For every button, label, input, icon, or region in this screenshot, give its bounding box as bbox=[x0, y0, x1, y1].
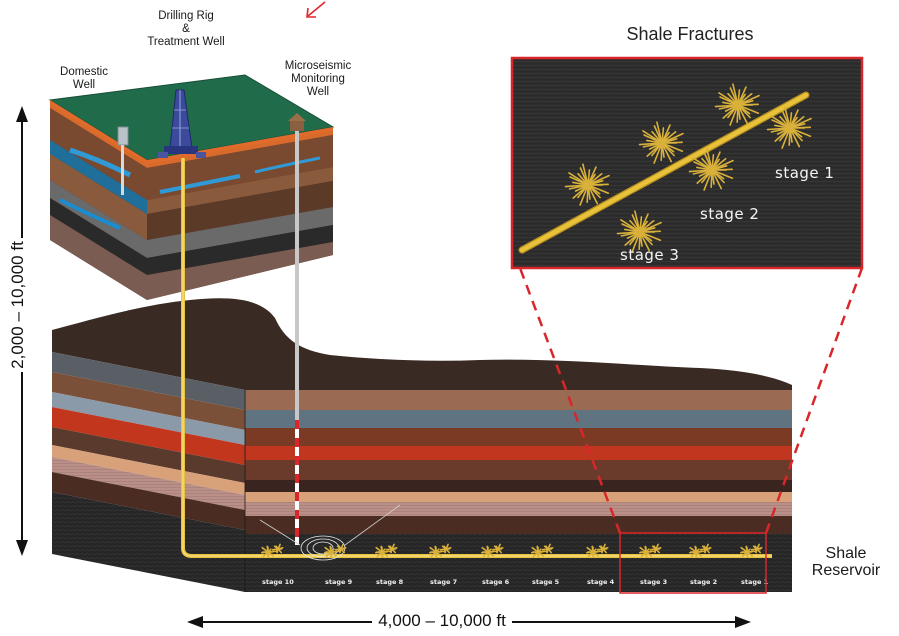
inset-title: Shale Fractures bbox=[626, 24, 754, 44]
well-stage-label: stage 3 bbox=[640, 578, 667, 586]
well-stage-label: stage 4 bbox=[587, 578, 615, 586]
inset-fracture-cluster bbox=[616, 210, 662, 253]
connector-left bbox=[518, 267, 622, 534]
well-stage-label: stage 7 bbox=[430, 578, 457, 586]
inset-stage-3-label: stage 3 bbox=[620, 246, 679, 264]
inset-fracture-cluster bbox=[638, 121, 684, 164]
well-stage-label: stage 6 bbox=[482, 578, 510, 586]
fracture-cluster bbox=[699, 543, 712, 554]
microseismic-well-label: Microseismic Monitoring Well bbox=[284, 60, 352, 99]
domestic-well-label: Domestic Well bbox=[60, 66, 108, 92]
domestic-well-structure bbox=[117, 126, 129, 195]
fracture-cluster bbox=[334, 543, 347, 554]
highlight-box bbox=[619, 532, 767, 594]
fracture-cluster bbox=[428, 545, 444, 558]
fracture-cluster bbox=[739, 545, 755, 558]
vertical-dimension-label: 2,000 – 10,000 ft bbox=[8, 241, 27, 369]
fracture-cluster bbox=[638, 545, 654, 558]
fracture-cluster bbox=[374, 545, 390, 558]
fracture-cluster bbox=[688, 545, 704, 558]
monitoring-well-structure bbox=[288, 113, 306, 131]
treatment-well-pipe bbox=[181, 158, 772, 558]
inset-fracture-cluster bbox=[688, 148, 734, 191]
well-stage-label: stage 9 bbox=[325, 578, 353, 586]
fracture-cluster bbox=[260, 545, 276, 558]
pointer-arrow-icon bbox=[306, 1, 326, 18]
drilling-rig-label: Drilling Rig & Treatment Well bbox=[147, 10, 225, 49]
fracture-cluster bbox=[585, 545, 601, 558]
well-fracture-clusters bbox=[260, 543, 763, 558]
fracture-cluster bbox=[271, 543, 284, 554]
upper-earth-block bbox=[48, 74, 335, 300]
fracture-cluster bbox=[750, 543, 763, 554]
well-stage-label: stage 1 bbox=[741, 578, 769, 586]
connector-right bbox=[764, 267, 864, 534]
fracture-cluster bbox=[596, 543, 609, 554]
well-stage-labels: stage 10 stage 9 stage 8 stage 7 stage 6 stag… bbox=[262, 578, 769, 586]
fracture-cluster bbox=[649, 543, 662, 554]
fracture-cluster bbox=[541, 543, 554, 554]
fracture-cluster bbox=[491, 543, 504, 554]
shale-fractures-inset: stage 1 stage 2 stage 3 bbox=[510, 56, 864, 270]
well-stage-label: stage 10 bbox=[262, 578, 294, 586]
fracture-cluster bbox=[385, 543, 398, 554]
horizontal-dimension-label: 4,000 – 10,000 ft bbox=[378, 611, 506, 630]
fracture-cluster bbox=[530, 545, 546, 558]
inset-stage-2-label: stage 2 bbox=[700, 205, 759, 223]
drilling-rig-structure bbox=[158, 89, 206, 158]
well-stage-label: stage 5 bbox=[532, 578, 560, 586]
well-stage-label: stage 2 bbox=[690, 578, 717, 586]
inset-fracture-cluster bbox=[564, 163, 610, 206]
fracture-cluster bbox=[480, 545, 496, 558]
fracture-cluster bbox=[439, 543, 452, 554]
inset-stage-1-label: stage 1 bbox=[775, 164, 834, 182]
fracture-cluster bbox=[323, 545, 339, 558]
inset-fracture-cluster bbox=[766, 106, 812, 149]
vertical-dimension-arrow bbox=[16, 106, 28, 556]
shale-reservoir-label: Shale Reservoir bbox=[811, 545, 881, 579]
lower-earth-block bbox=[52, 298, 792, 592]
well-stage-label: stage 8 bbox=[376, 578, 404, 586]
horizontal-dimension-arrow bbox=[187, 616, 751, 628]
inset-fracture-cluster bbox=[714, 83, 760, 126]
